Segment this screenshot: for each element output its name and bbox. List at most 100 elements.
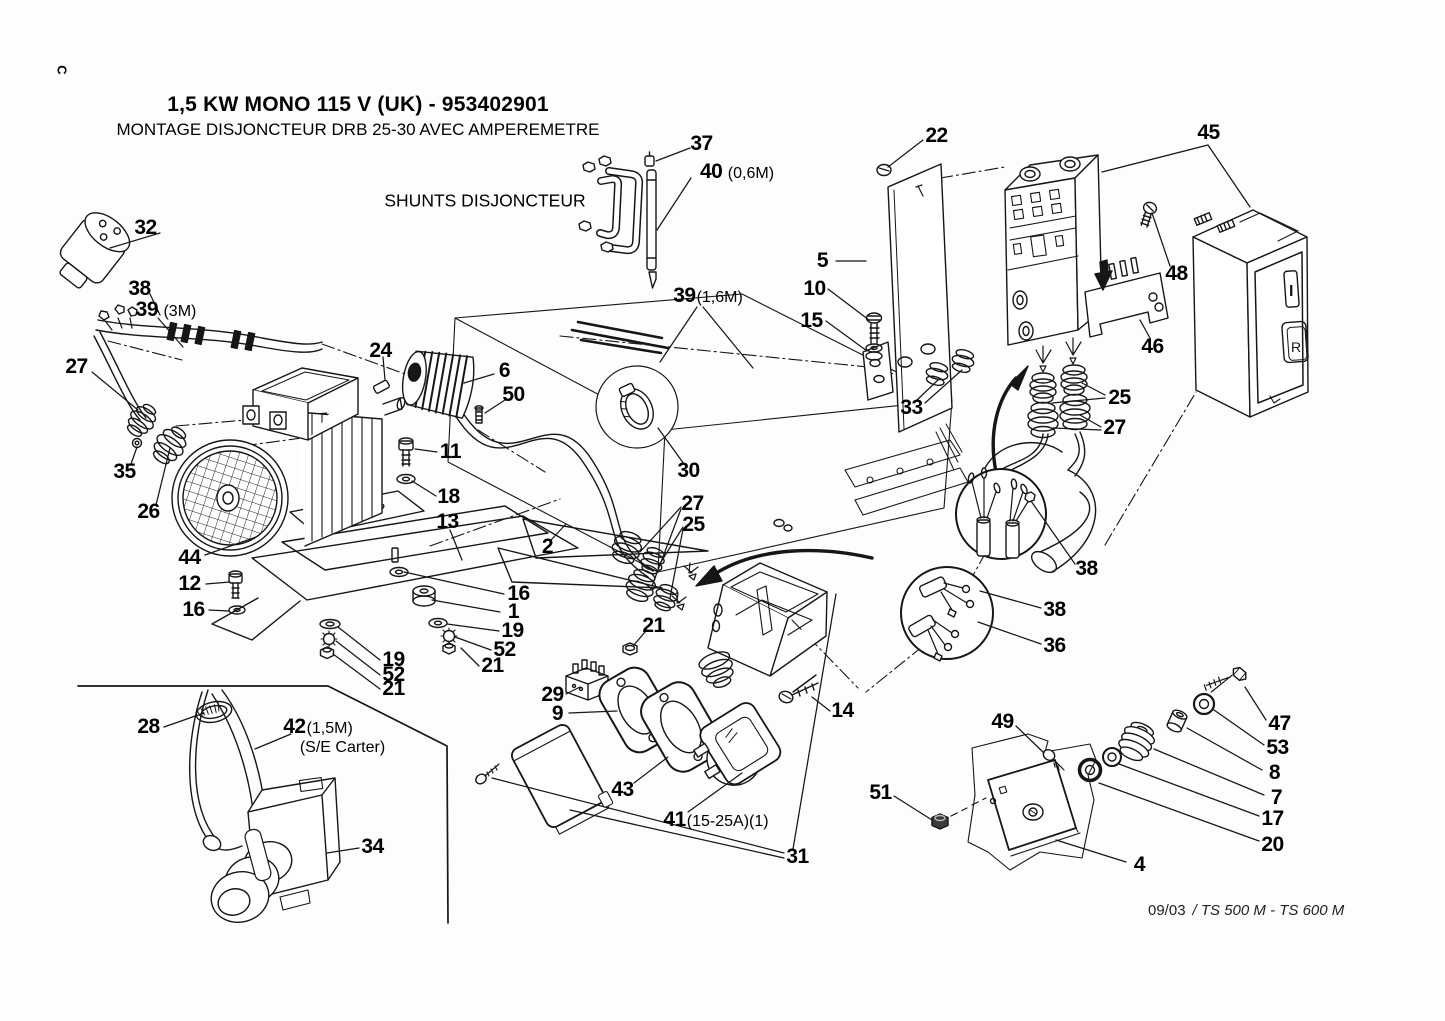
grommets-right	[897, 337, 1091, 439]
supply-cable	[93, 304, 323, 421]
nut-21-mid	[622, 642, 638, 656]
part-callout-31: 31	[786, 845, 809, 868]
screw-31	[475, 763, 500, 785]
footer-models: / TS 500 M - TS 600 M	[1192, 902, 1345, 919]
part-callout-49: 49	[991, 710, 1014, 733]
pulley	[372, 350, 484, 485]
part-callout-52: 52	[382, 663, 405, 686]
enclosure-reset-label: R	[1291, 339, 1301, 355]
part-callout-38: 38	[1075, 557, 1098, 580]
wire-callout-36-38	[900, 566, 994, 662]
part-callout-22: 22	[925, 124, 948, 147]
gauge-plate-4	[931, 733, 1097, 871]
breaker-41	[693, 702, 782, 786]
part-callout-19: 19	[382, 648, 405, 671]
part-callout-11: 11	[439, 440, 462, 463]
contactor	[1004, 154, 1169, 346]
junction-box	[698, 518, 828, 689]
part-callout-36: 36	[1043, 634, 1066, 657]
part-callout-16: 16	[507, 582, 530, 605]
part-callout-21: 21	[642, 614, 665, 637]
footer-date: 09/03	[1148, 902, 1186, 919]
part-callout-26: 26	[137, 500, 160, 523]
grommets-mid	[611, 530, 699, 612]
part-callout-21: 21	[481, 654, 504, 677]
part-callout-9: 9	[551, 702, 564, 725]
part-callout-46: 46	[1141, 335, 1164, 358]
part-callout-30: 30	[677, 459, 700, 482]
mounting-plate-5	[862, 163, 953, 433]
part-callout-4: 4	[1133, 853, 1146, 876]
part-callout-13: 13	[436, 510, 459, 533]
part-callout-48: 48	[1165, 262, 1188, 285]
part-callout-12: 12	[178, 572, 201, 595]
part-callout-25: 25	[682, 513, 705, 536]
leader-lines	[91, 139, 1267, 863]
part-callout-52: 52	[493, 638, 516, 661]
part-callout-42: 42(1,5M)	[283, 715, 353, 738]
cover-plate-31	[511, 724, 614, 835]
part-callout-47: 47	[1268, 712, 1291, 735]
shunts-label: SHUNTS DISJONCTEUR	[384, 190, 586, 211]
part-callout-50: 50	[502, 383, 525, 406]
part-callout-5: 5	[816, 249, 829, 272]
part-callout-44: 44	[178, 546, 201, 569]
motor	[171, 367, 425, 557]
part-callout-32: 32	[134, 216, 157, 239]
wiring-hoses	[984, 431, 1097, 574]
part-callout-6: 6	[498, 359, 511, 382]
part-callout-34: 34	[361, 835, 384, 858]
part-callout-45: 45	[1197, 121, 1220, 144]
part-callout-39: 39 (3M)	[135, 298, 197, 321]
part-callout-28: 28	[137, 715, 160, 738]
part-callout-17: 17	[1261, 807, 1284, 830]
part-callout-14: 14	[831, 699, 854, 722]
cable-glands-left	[126, 403, 187, 465]
part-callout-29: 29	[541, 683, 564, 706]
part-callout-40: 40 (0,6M)	[699, 160, 775, 183]
part-callout-38: 38	[1043, 598, 1066, 621]
part-callout-8: 8	[1268, 761, 1281, 784]
page-marker: C	[54, 65, 70, 75]
part-callout-7: 7	[1270, 786, 1283, 809]
part-callout-27: 27	[65, 355, 88, 378]
part-callout-27: 27	[1103, 416, 1126, 439]
part-callout-16: 16	[182, 598, 205, 621]
part-callout-10: 10	[803, 277, 826, 300]
part-callout-18: 18	[437, 485, 460, 508]
part-callout-24: 24	[369, 339, 392, 362]
part-callout-1: 1	[507, 600, 520, 623]
page-title: 1,5 KW MONO 115 V (UK) - 953402901	[167, 93, 549, 116]
part-callout-37: 37	[690, 132, 713, 155]
part-callout-note: (S/E Carter)	[299, 739, 386, 756]
part-callout-51: 51	[869, 781, 892, 804]
part-callout-2: 2	[541, 535, 554, 558]
part-callout-43: 43	[611, 778, 634, 801]
seal-stack	[1077, 666, 1247, 783]
pump-assembly	[188, 689, 341, 923]
part-callout-25: 25	[1108, 386, 1131, 409]
part-callout-35: 35	[113, 460, 136, 483]
footer: 09/03 / TS 500 M - TS 600 M	[1148, 902, 1344, 919]
clamp-callout-30	[595, 365, 679, 449]
shunt-jumpers	[578, 155, 644, 255]
switch-enclosure: I R	[1192, 209, 1309, 418]
part-callout-33: 33	[900, 396, 923, 419]
rod-40	[644, 151, 657, 289]
part-callout-20: 20	[1261, 833, 1284, 856]
part-callout-19: 19	[501, 619, 524, 642]
part-callout-27: 27	[681, 492, 704, 515]
page-subtitle: MONTAGE DISJONCTEUR DRB 25-30 AVEC AMPER…	[116, 120, 600, 139]
flow-arrows	[695, 365, 1029, 587]
part-callout-38: 38	[128, 277, 151, 300]
part-callout-41: 41(15-25A)(1)	[663, 808, 769, 831]
part-callout-53: 53	[1266, 736, 1289, 759]
motor-base-plates	[211, 505, 709, 660]
enclosure-on-label: I	[1289, 283, 1293, 300]
power-plug	[59, 212, 131, 289]
tank-outline	[447, 293, 969, 573]
inset-border	[77, 685, 449, 924]
part-callout-21: 21	[382, 677, 405, 700]
